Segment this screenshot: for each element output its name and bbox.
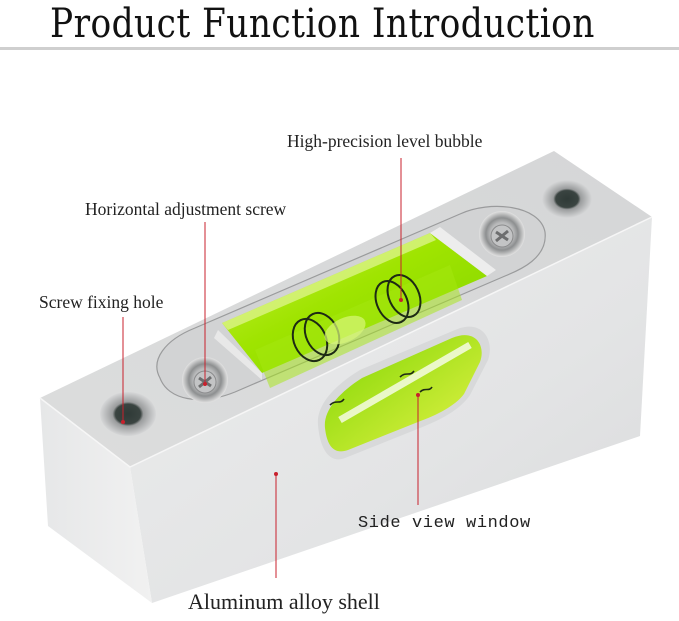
label-level-bubble: High-precision level bubble [287, 131, 483, 151]
adjustment-screw-right [479, 211, 525, 257]
label-adjustment-screw: Horizontal adjustment screw [85, 199, 287, 219]
label-side-window: Side view window [358, 514, 531, 533]
callout-lines [122, 158, 419, 578]
label-fixing-hole: Screw fixing hole [39, 292, 164, 312]
side-window [317, 326, 490, 460]
fixing-hole-left [100, 392, 156, 436]
page-title: Product Function Introduction [50, 1, 595, 47]
fixing-hole-right [542, 180, 592, 218]
label-alloy-shell: Aluminum alloy shell [188, 589, 380, 614]
callout-dots [121, 298, 420, 476]
title-divider [0, 47, 679, 50]
top-vial [214, 227, 496, 388]
